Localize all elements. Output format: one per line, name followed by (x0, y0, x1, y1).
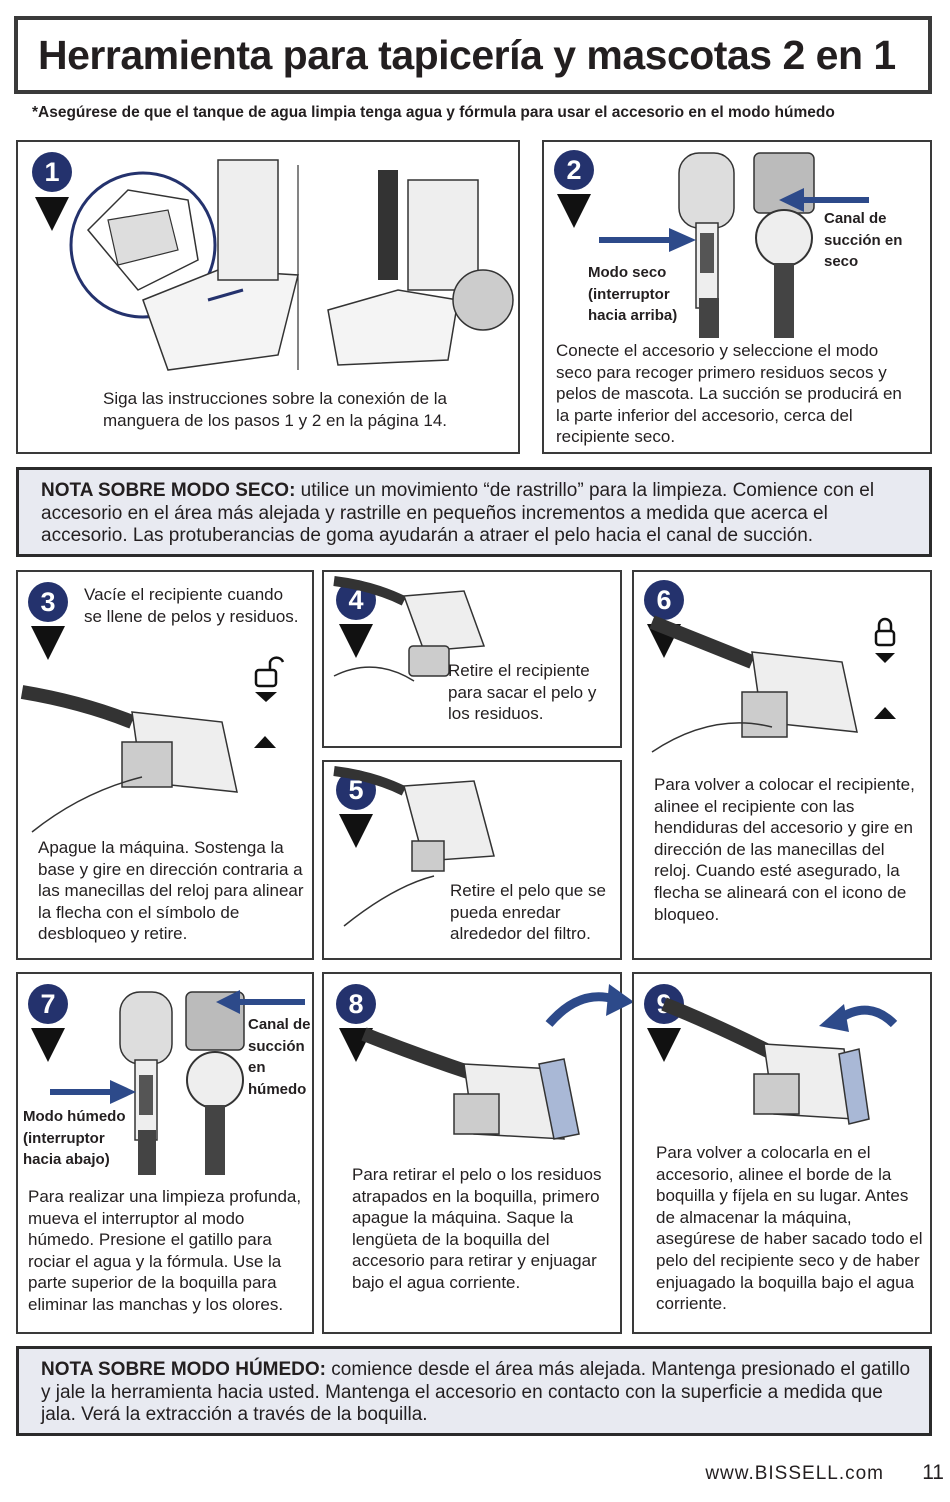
step-1-arrow-icon (35, 197, 69, 231)
step-8-panel: 8 Para retirar el pelo o los residuos at… (322, 972, 634, 1334)
step-3-illustration (20, 685, 238, 833)
step-2-label-dry: Modo seco (interruptor hacia arriba) (588, 264, 678, 324)
step-3-arrow-icon (31, 626, 65, 660)
step-3-badge: 3 (28, 582, 68, 622)
page-title: Herramienta para tapicería y mascotas 2 … (38, 32, 896, 78)
note-wet-mode: NOTA SOBRE MODO HÚMEDO: comience desde e… (16, 1346, 932, 1436)
step-4-arrow-icon (339, 624, 373, 658)
step-7-label-wet: Modo húmedo (interruptor hacia abajo) (23, 1108, 126, 1168)
step-8-badge: 8 (336, 984, 376, 1024)
step-9-arrow-icon (647, 1028, 681, 1062)
step-6-text: Para volver a colocar el recipiente, ali… (654, 775, 915, 924)
note-dry-text: utilice un movimiento “de rastrillo” par… (41, 480, 875, 546)
step-7-badge: 7 (28, 984, 68, 1024)
step-5-panel: 5 Retire el pelo que se pueda enredar al… (322, 760, 622, 960)
step-2-label-channel: Canal de succión en seco (824, 210, 903, 270)
step-2-arrow-icon (557, 194, 591, 228)
title-box: Herramienta para tapicería y mascotas 2 … (14, 16, 932, 94)
lock-icon (874, 617, 896, 663)
page-number: 11 (922, 1461, 944, 1484)
step-7-panel: 7 Modo húmedo (interruptor hacia abajo) … (16, 972, 314, 1334)
subtitle: *Asegúrese de que el tanque de agua limp… (32, 104, 835, 121)
step-3-text-top: Vacíe el recipiente cuando se llene de p… (84, 585, 299, 626)
step-8-illustration (361, 984, 634, 1140)
align-arrow-icon (254, 736, 276, 748)
note-dry-heading: NOTA SOBRE MODO SECO: (41, 480, 296, 501)
step-7-text: Para realizar una limpieza profunda, mue… (28, 1187, 302, 1314)
step-5-illustration (333, 766, 495, 927)
note-wet-text: comience desde el área más alejada. Mant… (41, 1359, 911, 1425)
step-7-illustration (50, 990, 305, 1175)
footer-url: www.BISSELL.com (705, 1463, 884, 1484)
step-5-arrow-icon (339, 814, 373, 848)
step-5-text: Retire el pelo que se pueda enredar alre… (450, 881, 606, 944)
step-1-badge: 1 (32, 152, 72, 192)
step-7-label-channel: Canal de succión en húmedo (248, 1016, 311, 1098)
step-9-text: Para volver a colocarla en el accesorio,… (656, 1143, 923, 1314)
step-6-illustration (649, 615, 858, 753)
step-2-text: Conecte el accesorio y seleccione el mod… (556, 341, 902, 447)
step-1-text: Siga las instrucciones sobre la conexión… (102, 389, 448, 430)
step-4-text: Retire el recipiente para sacar el pelo … (448, 661, 597, 724)
step-2-illustration (599, 152, 869, 338)
note-dry-mode: NOTA SOBRE MODO SECO: utilice un movimie… (16, 467, 932, 557)
step-3-text: Apague la máquina. Sostenga la base y gi… (38, 838, 304, 944)
step-4-illustration (333, 576, 486, 682)
step-6-badge: 6 (644, 580, 684, 620)
step-6-panel: 6 Para volver a colocar el recipiente, a… (632, 570, 932, 960)
step-9-panel: 9 Para volver a colocarla en el accesori… (632, 972, 932, 1334)
step-2-panel: 2 Modo seco (interruptor hacia arriba) C… (542, 140, 932, 454)
step-7-arrow-icon (31, 1028, 65, 1062)
step-9-illustration (661, 997, 898, 1125)
step-8-text: Para retirar el pelo o los residuos atra… (352, 1165, 602, 1292)
step-1-illustration (69, 159, 514, 371)
align-arrow-icon-6 (874, 707, 896, 719)
step-2-badge: 2 (554, 150, 594, 190)
step-1-panel: 1 Siga las instrucciones sobre la conexi… (16, 140, 520, 454)
note-wet-heading: NOTA SOBRE MODO HÚMEDO: (41, 1359, 326, 1380)
unlock-icon (254, 656, 285, 702)
step-3-panel: 3 Vacíe el recipiente cuando se llene de… (16, 570, 314, 960)
step-4-panel: 4 Retire el recipiente para sacar el pel… (322, 570, 622, 748)
